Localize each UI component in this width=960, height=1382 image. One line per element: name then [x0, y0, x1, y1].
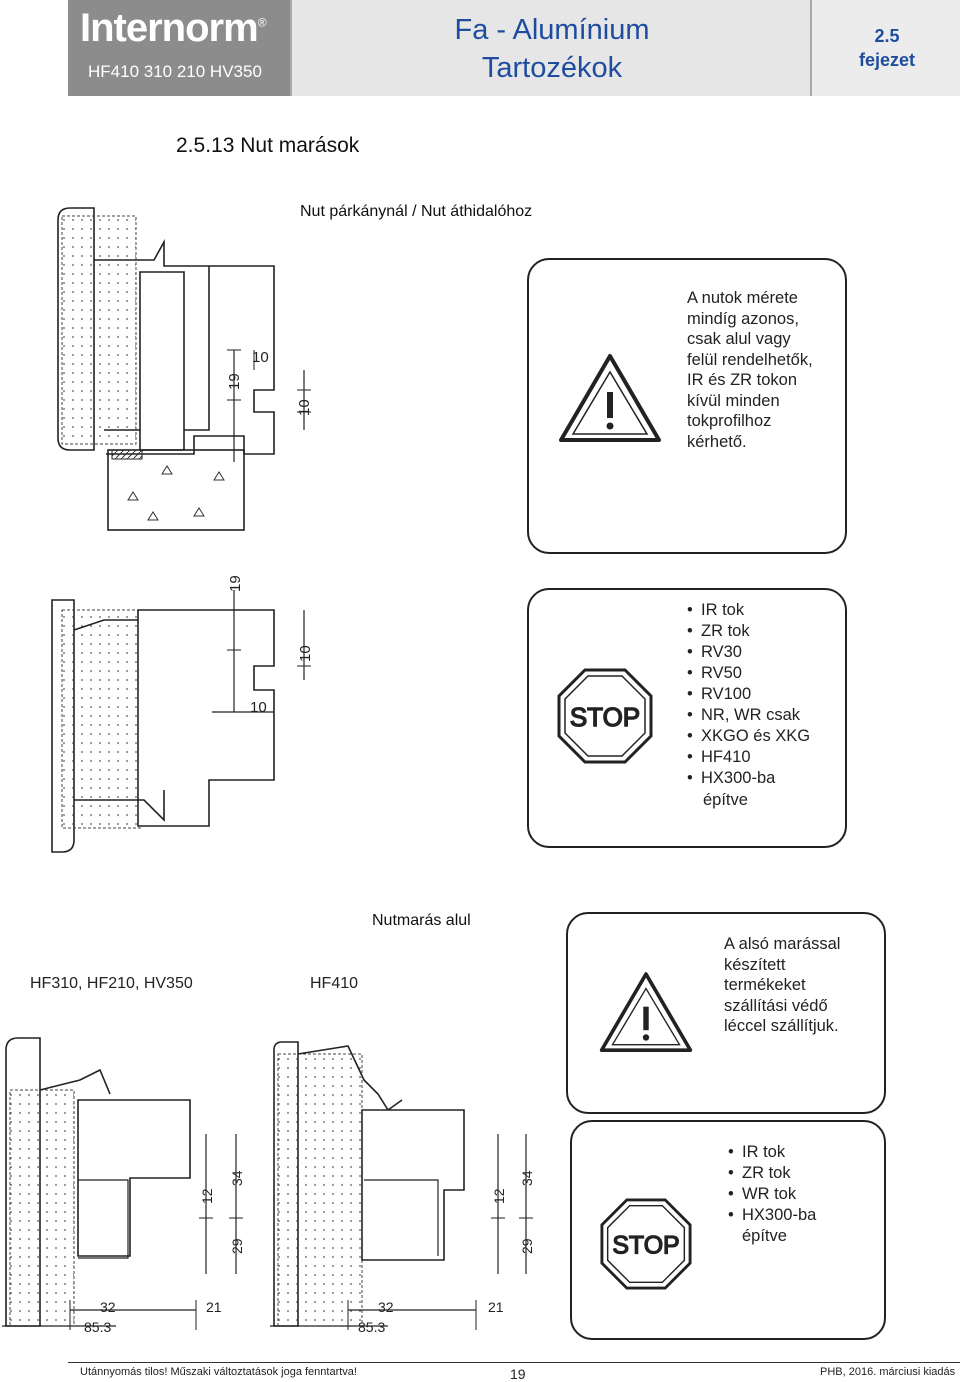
- dim-label: 29: [519, 1238, 535, 1254]
- dim-label: 19: [226, 373, 243, 390]
- note-4-tail: építve: [742, 1227, 787, 1245]
- dim-label: 12: [491, 1188, 507, 1204]
- header-title-line2: Tartozékok: [481, 52, 623, 84]
- note-4-list: IR tokZR tokWR tokHX300-ba: [728, 1142, 816, 1226]
- note-line: kívül minden: [687, 391, 780, 410]
- note-line: szállítási védő: [724, 996, 828, 1015]
- profile-drawing-3: 12 34 29 32 21 85.3: [2, 1037, 245, 1335]
- chapter-number: 2.5: [874, 26, 900, 46]
- list-item: XKGO és XKG: [687, 726, 810, 747]
- brand-panel: Internorm® HF410 310 210 HV350: [68, 0, 290, 96]
- section-title: 2.5.13 Nut marások: [176, 134, 360, 157]
- list-item: IR tok: [728, 1142, 816, 1163]
- dim-label: 29: [229, 1238, 245, 1254]
- dim-label: 32: [378, 1299, 394, 1315]
- dim-label: 10: [297, 645, 314, 662]
- bottom-title: Nutmarás alul: [372, 912, 471, 929]
- note-2-list: IR tokZR tokRV30RV50RV100NR, WR csakXKGO…: [687, 600, 810, 789]
- footer-right: PHB, 2016. márciusi kiadás: [820, 1366, 956, 1378]
- list-item: HX300-ba: [728, 1205, 816, 1226]
- model-label-left: HF310, HF210, HV350: [30, 975, 193, 992]
- note-1-text: A nutok mérete mindíg azonos, csak alul va…: [687, 288, 813, 452]
- dim-label: 21: [488, 1299, 504, 1315]
- dim-label: 85.3: [84, 1319, 111, 1335]
- brand-models: HF410 310 210 HV350: [88, 62, 262, 81]
- chapter-word: fejezet: [858, 50, 916, 70]
- dim-label: 10: [296, 399, 313, 416]
- note-box-1: A nutok mérete mindíg azonos, csak alul va…: [527, 258, 847, 554]
- note-3-text: A alsó marással készített termékeket szállí…: [724, 934, 840, 1037]
- stop-sign-icon: STOP: [557, 668, 653, 764]
- list-item: HX300-ba: [687, 768, 810, 789]
- note-line: léccel szállítjuk.: [724, 1017, 839, 1035]
- profile-drawing-4: 12 34 29 32 21 85.3: [270, 1041, 535, 1335]
- list-item: WR tok: [728, 1184, 816, 1205]
- note-box-2: STOP IR tokZR tokRV30RV50RV100NR, WR csa…: [527, 588, 847, 848]
- stop-sign-icon: STOP: [600, 1198, 692, 1290]
- dim-label: 32: [100, 1299, 116, 1315]
- dim-label: 12: [199, 1188, 215, 1204]
- list-item: RV30: [687, 642, 810, 663]
- note-line: felül rendelhetők,: [687, 350, 813, 369]
- footer-rule: [68, 1362, 960, 1363]
- chapter-panel: 2.5 fejezet: [810, 0, 960, 96]
- dim-label: 85.3: [358, 1319, 385, 1335]
- note-box-3: A alsó marással készített termékeket szállí…: [566, 912, 886, 1114]
- list-item: ZR tok: [728, 1163, 816, 1184]
- model-label-right: HF410: [310, 975, 359, 992]
- note-line: A nutok mérete: [687, 289, 798, 307]
- dim-label: 10: [250, 699, 267, 716]
- list-item: ZR tok: [687, 621, 810, 642]
- dim-label: 34: [519, 1170, 535, 1186]
- list-item: NR, WR csak: [687, 705, 810, 726]
- note-line: kérhető.: [687, 432, 747, 451]
- brand-logo: Internorm®: [80, 6, 267, 50]
- header-title-line1: Fa - Alumínium: [454, 14, 650, 46]
- profile-drawing-1: 10 19 10: [57, 207, 313, 531]
- stop-text: STOP: [612, 1232, 679, 1260]
- dim-label: 19: [227, 575, 244, 592]
- footer-left: Utánnyomás tilos! Műszaki változtatások …: [80, 1366, 357, 1378]
- dim-label: 21: [206, 1299, 222, 1315]
- note-2-tail: építve: [703, 791, 748, 809]
- note-line: készített: [724, 955, 786, 974]
- list-item: IR tok: [687, 600, 810, 621]
- list-item: HF410: [687, 747, 810, 768]
- warning-triangle-icon: [559, 354, 661, 442]
- warning-triangle-icon: [599, 972, 693, 1052]
- note-box-4: STOP IR tokZR tokWR tokHX300-ba építve: [570, 1120, 886, 1340]
- list-item: RV50: [687, 663, 810, 684]
- note-line: csak alul vagy: [687, 330, 791, 348]
- note-line: A alsó marással: [724, 935, 841, 953]
- stop-text: STOP: [570, 702, 640, 732]
- note-line: IR és ZR tokon: [687, 371, 798, 389]
- profile-drawing-2: 19 10 10: [51, 575, 314, 853]
- note-line: termékeket: [724, 976, 806, 994]
- section-subtitle: Nut párkánynál / Nut áthidalóhoz: [300, 203, 533, 220]
- dim-label: 34: [229, 1170, 245, 1186]
- page-number: 19: [510, 1366, 526, 1382]
- note-line: mindíg azonos,: [687, 309, 799, 328]
- header-title-panel: Fa - Alumínium Tartozékok: [290, 0, 812, 96]
- dim-label: 10: [252, 349, 269, 366]
- note-line: tokprofilhoz: [687, 412, 772, 430]
- list-item: RV100: [687, 684, 810, 705]
